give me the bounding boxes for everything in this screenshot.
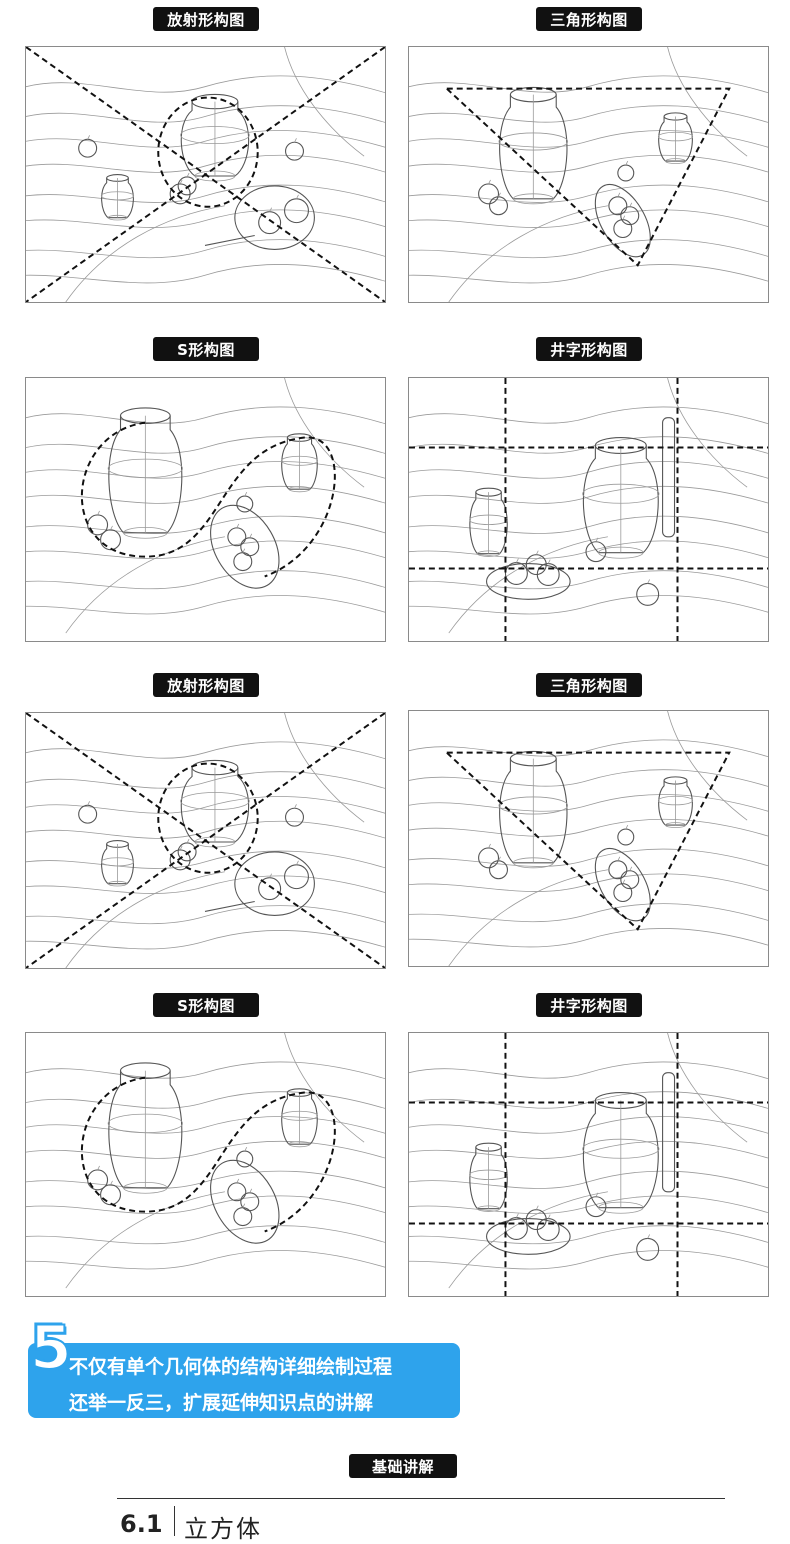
still-life-sketch [26, 378, 385, 634]
sketch-s-curve [25, 1032, 386, 1297]
composition-label: 放射形构图 [153, 7, 259, 31]
sketch-triangle [408, 710, 769, 967]
still-life-sketch [26, 713, 385, 968]
composition-label: 三角形构图 [536, 673, 642, 697]
sketch-radial [25, 712, 386, 969]
still-life-sketch [409, 378, 768, 641]
chapter-title: 立方体 [184, 1515, 262, 1543]
divider [117, 1498, 725, 1499]
still-life-sketch [26, 1033, 385, 1289]
composition-label: 放射形构图 [153, 673, 259, 697]
chapter-separator [174, 1506, 175, 1536]
section-label: 基础讲解 [349, 1454, 457, 1478]
still-life-sketch [26, 47, 385, 302]
banner-line-2: 还举一反三，扩展延伸知识点的讲解 [69, 1392, 374, 1414]
still-life-sketch [409, 1033, 768, 1296]
composition-label: 井字形构图 [536, 337, 642, 361]
feature-banner [28, 1343, 460, 1418]
sketch-radial [25, 46, 386, 303]
chapter-number: 6.1 [120, 1510, 163, 1538]
still-life-sketch [409, 47, 768, 302]
composition-label: 井字形构图 [536, 993, 642, 1017]
composition-label: S形构图 [153, 993, 259, 1017]
sketch-triangle [408, 46, 769, 303]
sketch-grid [408, 1032, 769, 1297]
banner-number: 5 [29, 1313, 73, 1383]
sketch-s-curve [25, 377, 386, 642]
still-life-sketch [409, 711, 768, 966]
banner-line-1: 不仅有单个几何体的结构详细绘制过程 [69, 1356, 393, 1378]
composition-label: S形构图 [153, 337, 259, 361]
sketch-grid [408, 377, 769, 642]
composition-label: 三角形构图 [536, 7, 642, 31]
